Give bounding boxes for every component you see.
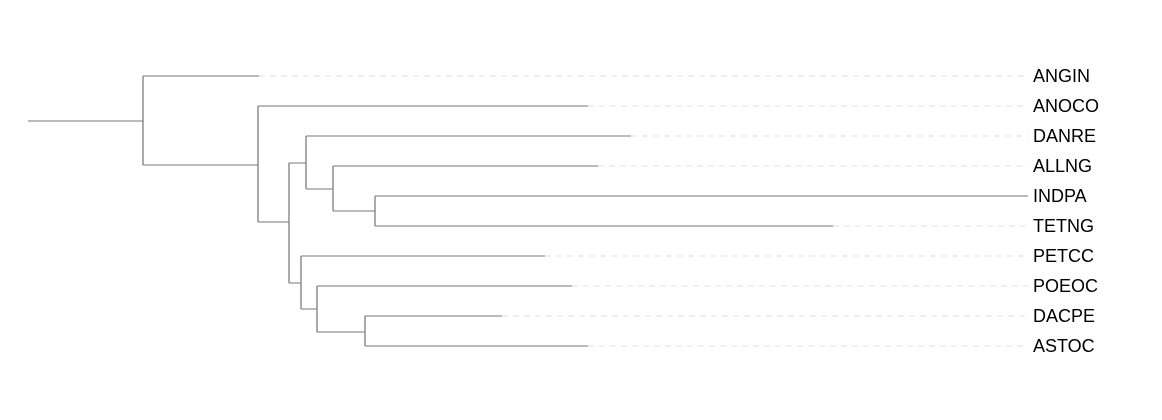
tip-label-astoc: ASTOC bbox=[1033, 336, 1095, 356]
tip-labels: ANGIN ANOCO DANRE ALLNG INDPA TETNG PETCC POEOC… bbox=[1033, 66, 1099, 356]
tip-label-poeoc: POEOC bbox=[1033, 276, 1098, 296]
tip-label-angin: ANGIN bbox=[1033, 66, 1090, 86]
tip-label-danre: DANRE bbox=[1033, 126, 1096, 146]
tip-label-petcc: PETCC bbox=[1033, 246, 1094, 266]
tip-label-tetng: TETNG bbox=[1033, 216, 1094, 236]
tip-guide-lines bbox=[259, 75, 1028, 347]
tip-label-indpa: INDPA bbox=[1033, 186, 1087, 206]
tree-branches bbox=[28, 75, 1028, 347]
tip-label-anoco: ANOCO bbox=[1033, 96, 1099, 116]
tip-label-allng: ALLNG bbox=[1033, 156, 1092, 176]
tip-label-dacpe: DACPE bbox=[1033, 306, 1095, 326]
